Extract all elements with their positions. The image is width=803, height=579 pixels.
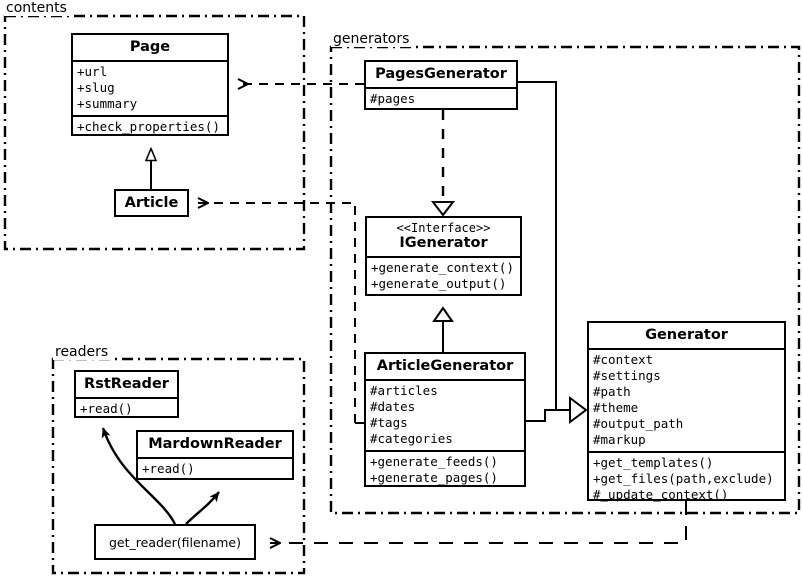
edge-generator-depends-getreader xyxy=(270,501,687,543)
class-box-mardownreader[interactable]: MardownReader +read() xyxy=(136,430,294,480)
attribute-item: #pages xyxy=(370,90,416,106)
package-border-readers xyxy=(51,357,306,575)
attribute-item: #path xyxy=(593,383,631,399)
class-operations-page: +check_properties() xyxy=(73,114,227,138)
edge-articlegenerator-generalizes-generator xyxy=(526,409,570,422)
class-box-pagesgenerator[interactable]: PagesGenerator #pages xyxy=(364,60,518,110)
class-title-generator: Generator xyxy=(645,327,728,343)
class-operations-generator: +get_templates() +get_files(path,exclude… xyxy=(589,450,784,506)
attribute-item: +slug xyxy=(77,79,115,95)
attribute-item: #theme xyxy=(593,399,639,415)
class-title-articlegenerator: ArticleGenerator xyxy=(376,358,514,374)
class-attributes-pagesgenerator: #pages xyxy=(366,86,516,110)
package-label-contents: contents xyxy=(4,0,69,16)
operation-item: #_update_context() xyxy=(593,486,729,502)
class-attributes-page: +url +slug +summary xyxy=(73,59,227,115)
attribute-item: #output_path xyxy=(593,415,684,431)
package-label-readers: readers xyxy=(53,344,111,360)
class-box-generator[interactable]: Generator #context #settings #path #them… xyxy=(587,321,786,502)
operation-item: +get_templates() xyxy=(593,454,714,470)
attribute-item: +summary xyxy=(77,95,138,111)
function-label-get-reader: get_reader(filename) xyxy=(109,534,241,550)
edge-getreader-returns-rstreader xyxy=(101,427,177,525)
edge-realization-triangle-igenerator xyxy=(430,201,456,217)
operation-item: +generate_feeds() xyxy=(370,453,498,469)
function-box-get-reader[interactable]: get_reader(filename) xyxy=(94,524,256,560)
class-operations-mardownreader: +read() xyxy=(138,456,292,480)
class-operations-igenerator: +generate_context() +generate_output() xyxy=(367,256,520,295)
edge-articlegenerator-depends-article xyxy=(198,203,356,423)
class-name-igenerator: IGenerator xyxy=(399,235,488,252)
package-border-contents xyxy=(3,14,306,251)
attribute-item: #dates xyxy=(370,398,416,414)
class-operations-rstreader: +read() xyxy=(76,396,177,420)
attribute-item: +url xyxy=(77,63,108,79)
operation-item: +generate_context() xyxy=(371,260,514,276)
attribute-item: #markup xyxy=(593,431,646,447)
operation-item: +read() xyxy=(142,460,195,476)
attribute-item: #categories xyxy=(370,430,453,446)
edge-getreader-returns-mardownreader xyxy=(185,491,220,525)
class-stereotype-igenerator: <<Interface>> xyxy=(396,221,491,235)
attribute-item: #articles xyxy=(370,382,438,398)
operation-item: +generate_pages() xyxy=(370,469,498,485)
class-box-articlegenerator[interactable]: ArticleGenerator #articles #dates #tags … xyxy=(364,352,526,487)
attribute-item: #context xyxy=(593,351,654,367)
class-title-pagesgenerator: PagesGenerator xyxy=(375,66,507,82)
class-title-rstreader: RstReader xyxy=(84,376,169,392)
attribute-item: #tags xyxy=(370,414,408,430)
package-border-generators xyxy=(329,45,801,515)
class-title-article: Article xyxy=(124,194,179,211)
edge-generalization-triangle-igenerator xyxy=(432,306,454,322)
class-title-page: Page xyxy=(129,39,171,55)
operation-item: +get_files(path,exclude) xyxy=(593,470,774,486)
operation-item: +generate_output() xyxy=(371,276,507,292)
package-label-generators: generators xyxy=(331,31,412,47)
class-title-mardownreader: MardownReader xyxy=(148,436,282,452)
class-box-igenerator[interactable]: <<Interface>> IGenerator +generate_conte… xyxy=(365,216,522,296)
class-box-article[interactable]: Article xyxy=(114,189,189,217)
class-box-page[interactable]: Page +url +slug +summary +check_properti… xyxy=(71,33,229,136)
class-attributes-articlegenerator: #articles #dates #tags #categories xyxy=(366,378,524,450)
class-operations-articlegenerator: +generate_feeds() +generate_pages() xyxy=(366,449,524,489)
operation-item: +read() xyxy=(80,400,133,416)
edge-generalization-triangle-generator xyxy=(569,396,588,424)
class-title-igenerator: <<Interface>> IGenerator xyxy=(367,218,520,256)
operation-item: +check_properties() xyxy=(77,118,220,134)
class-attributes-generator: #context #settings #path #theme #output_… xyxy=(589,347,784,451)
class-box-rstreader[interactable]: RstReader +read() xyxy=(74,370,179,418)
attribute-item: #settings xyxy=(593,367,661,383)
